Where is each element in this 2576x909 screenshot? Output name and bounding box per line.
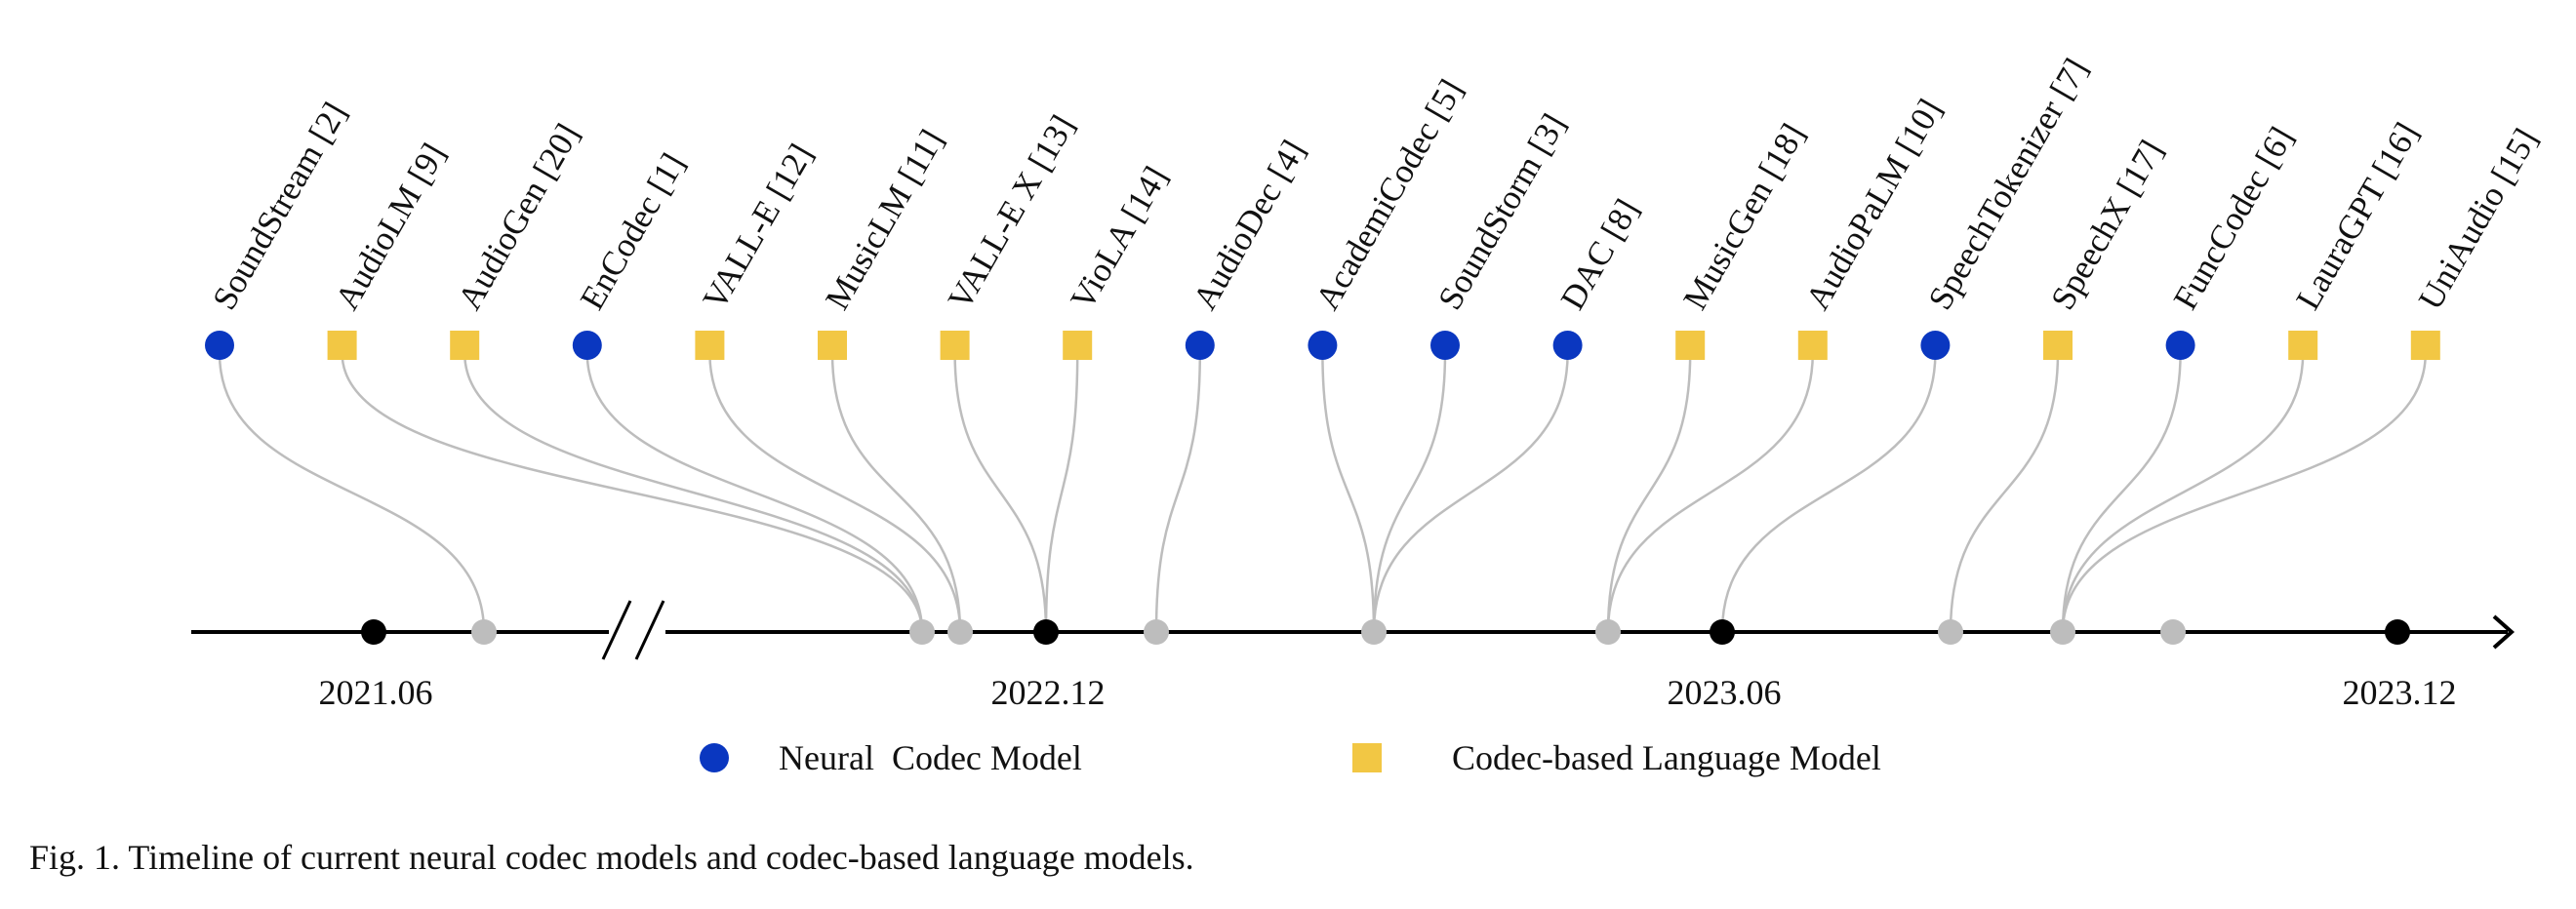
model-label: UniAudio [15]: [2411, 122, 2545, 316]
model-label: FuncCodec [6]: [2166, 121, 2301, 316]
model-label: EnCodec [1]: [573, 146, 693, 316]
connector-line: [1949, 352, 2060, 633]
event-dot: [1361, 619, 1387, 645]
codec-lm-marker: [1675, 331, 1706, 360]
model-label: AudioPaLM [10]: [1798, 93, 1950, 316]
figure-caption: Fig. 1. Timeline of current neural codec…: [29, 838, 1194, 877]
neural-codec-marker: [205, 331, 234, 360]
date-dot: [361, 619, 386, 645]
connector-line: [953, 352, 1048, 633]
codec-lm-marker: [1797, 331, 1828, 360]
codec-lm-marker: [2410, 331, 2440, 360]
connector-line: [708, 352, 962, 633]
neural-codec-marker: [1308, 331, 1338, 360]
legend-codec-lm-square: [1352, 743, 1382, 772]
connector-line: [463, 352, 924, 633]
axis-break-mark-1: [601, 600, 632, 660]
connector-line: [341, 352, 924, 633]
legend-neural-codec-circle: [700, 743, 729, 772]
codec-lm-marker: [940, 331, 970, 360]
model-label: AudioDec [4]: [1186, 134, 1312, 316]
axis-arrowhead: [2492, 614, 2516, 650]
codec-lm-marker: [818, 331, 847, 360]
connector-line: [1372, 352, 1447, 633]
connector-line: [1372, 352, 1569, 633]
date-label-2023-12: 2023.12: [2343, 673, 2457, 712]
connector-lines: [218, 352, 2428, 633]
event-dot: [1595, 619, 1621, 645]
model-label: LauraGPT [16]: [2288, 116, 2426, 316]
codec-lm-marker: [2288, 331, 2318, 360]
date-dot: [1710, 619, 1735, 645]
codec-lm-marker: [450, 331, 480, 360]
model-label: SpeechX [17]: [2043, 134, 2170, 316]
codec-lm-marker: [695, 331, 725, 360]
model-label: SoundStorm [3]: [1430, 107, 1573, 316]
connector-line: [1606, 352, 1692, 633]
timeline-points: [361, 619, 2410, 645]
model-labels: SoundStream [2]AudioLM [9]AudioGen [20]E…: [205, 52, 2545, 316]
connector-line: [1606, 352, 1815, 633]
connector-line: [830, 352, 962, 633]
event-dot: [2160, 619, 2186, 645]
neural-codec-marker: [1430, 331, 1460, 360]
connector-line: [585, 352, 924, 633]
model-label: AudioLM [9]: [328, 137, 454, 316]
date-label-2021-06: 2021.06: [319, 673, 433, 712]
model-label: MusicLM [11]: [818, 123, 951, 316]
codec-lm-marker: [327, 331, 357, 360]
connector-line: [218, 352, 486, 633]
neural-codec-marker: [1920, 331, 1951, 360]
neural-codec-marker: [1552, 331, 1583, 360]
event-dot: [947, 619, 973, 645]
connector-line: [2061, 352, 2182, 633]
model-label: VALL-E X [13]: [941, 108, 1082, 316]
event-dot: [1938, 619, 1963, 645]
connector-line: [1154, 352, 1202, 633]
codec-lm-marker: [2043, 331, 2073, 360]
legend-neural-codec-label: Neural Codec Model: [779, 738, 1082, 777]
axis-break-mark-2: [634, 600, 665, 660]
model-label: VioLA [14]: [1063, 160, 1175, 316]
event-dot: [1144, 619, 1169, 645]
model-label: SoundStream [2]: [205, 96, 354, 316]
date-label-2023-06: 2023.06: [1668, 673, 1782, 712]
legend: Neural Codec Model Codec-based Language …: [700, 738, 1881, 777]
neural-codec-marker: [2165, 331, 2195, 360]
connector-line: [1044, 352, 1079, 633]
model-markers: [205, 331, 2440, 360]
connector-line: [1321, 352, 1376, 633]
model-label: MusicGen [18]: [1675, 117, 1812, 316]
event-dot: [2050, 619, 2075, 645]
event-dot: [471, 619, 497, 645]
event-dot: [909, 619, 935, 645]
neural-codec-marker: [1185, 331, 1215, 360]
date-label-2022-12: 2022.12: [991, 673, 1106, 712]
model-label: DAC [8]: [1553, 193, 1647, 316]
date-labels: 2021.06 2022.12 2023.06 2023.12: [319, 673, 2457, 712]
codec-lm-marker: [1063, 331, 1093, 360]
date-dot: [1033, 619, 1059, 645]
date-dot: [2385, 619, 2410, 645]
model-label: AudioGen [20]: [450, 117, 586, 316]
neural-codec-marker: [572, 331, 602, 360]
connector-line: [2061, 352, 2305, 633]
legend-codec-lm-label: Codec-based Language Model: [1452, 738, 1881, 777]
connector-line: [2061, 352, 2428, 633]
model-label: VALL-E [12]: [696, 138, 821, 316]
connector-line: [1720, 352, 1937, 633]
